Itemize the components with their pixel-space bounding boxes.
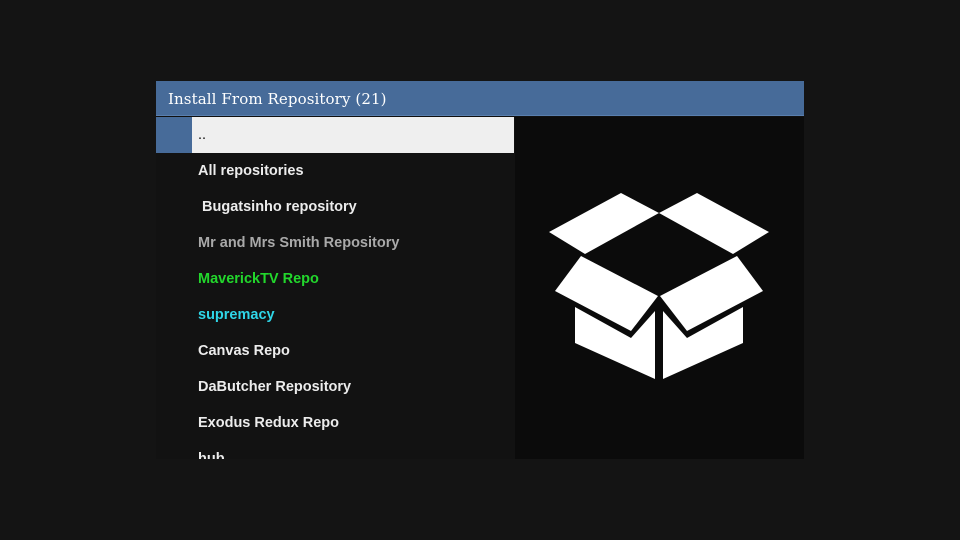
- list-item-mr-and-mrs-smith-repository[interactable]: Mr and Mrs Smith Repository: [198, 235, 400, 251]
- list-item-mavericktv-repo[interactable]: MaverickTV Repo: [198, 271, 319, 287]
- preview-panel: [515, 117, 804, 459]
- list-item-hub[interactable]: hub: [198, 451, 225, 459]
- focus-marker: [156, 117, 192, 153]
- list-item-supremacy[interactable]: supremacy: [198, 307, 275, 323]
- install-from-repository-dialog: Install From Repository (21) .. All repo…: [156, 81, 804, 459]
- dialog-title: Install From Repository (21): [168, 90, 387, 108]
- list-item-dabutcher-repository[interactable]: DaButcher Repository: [198, 379, 352, 395]
- list-item-bugatsinho-repository[interactable]: Bugatsinho repository: [198, 199, 357, 215]
- open-box-icon: [549, 193, 769, 379]
- list-item-all-repositories[interactable]: All repositories: [198, 163, 304, 179]
- list-item-canvas-repo[interactable]: Canvas Repo: [198, 343, 290, 359]
- list-item-parent-folder[interactable]: ..: [192, 117, 514, 153]
- dialog-header: Install From Repository (21): [156, 81, 804, 116]
- list-item-exodus-redux-repo[interactable]: Exodus Redux Repo: [198, 415, 339, 431]
- repository-list[interactable]: .. All repositories Bugatsinho repositor…: [156, 117, 515, 459]
